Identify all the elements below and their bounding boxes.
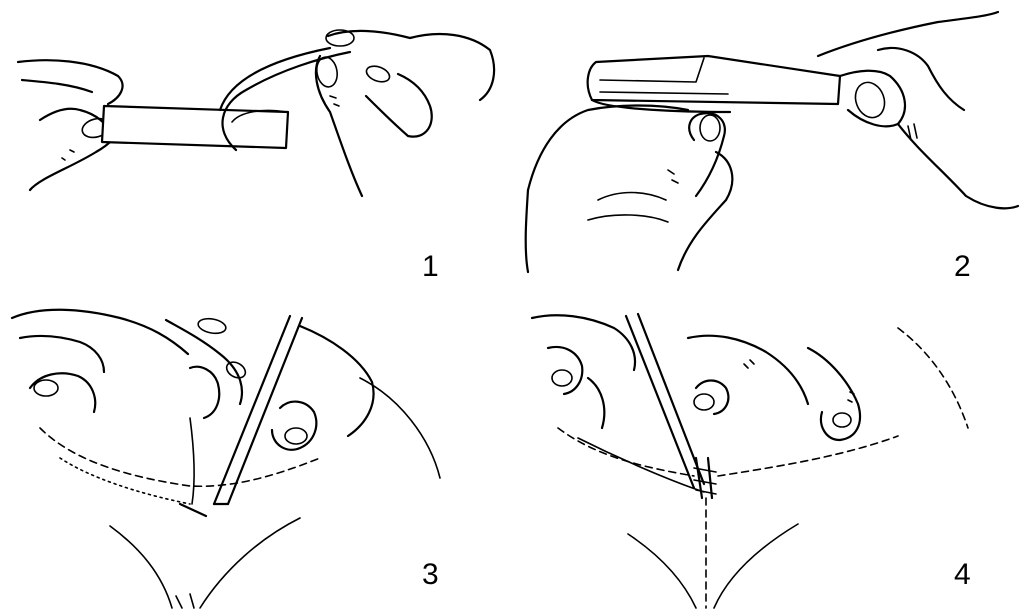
step-number: 1 xyxy=(422,252,439,282)
step-2-panel: 2 xyxy=(518,0,1036,308)
peel-tape-drawing xyxy=(0,0,518,308)
step-4-panel: 4 xyxy=(518,308,1036,616)
apply-tape-drawing xyxy=(0,308,518,616)
step-3-panel: 3 xyxy=(0,308,518,616)
step-number: 2 xyxy=(954,252,971,282)
step-number: 3 xyxy=(422,560,439,590)
step-1-panel: 1 xyxy=(0,0,518,308)
step-number: 4 xyxy=(954,560,971,590)
